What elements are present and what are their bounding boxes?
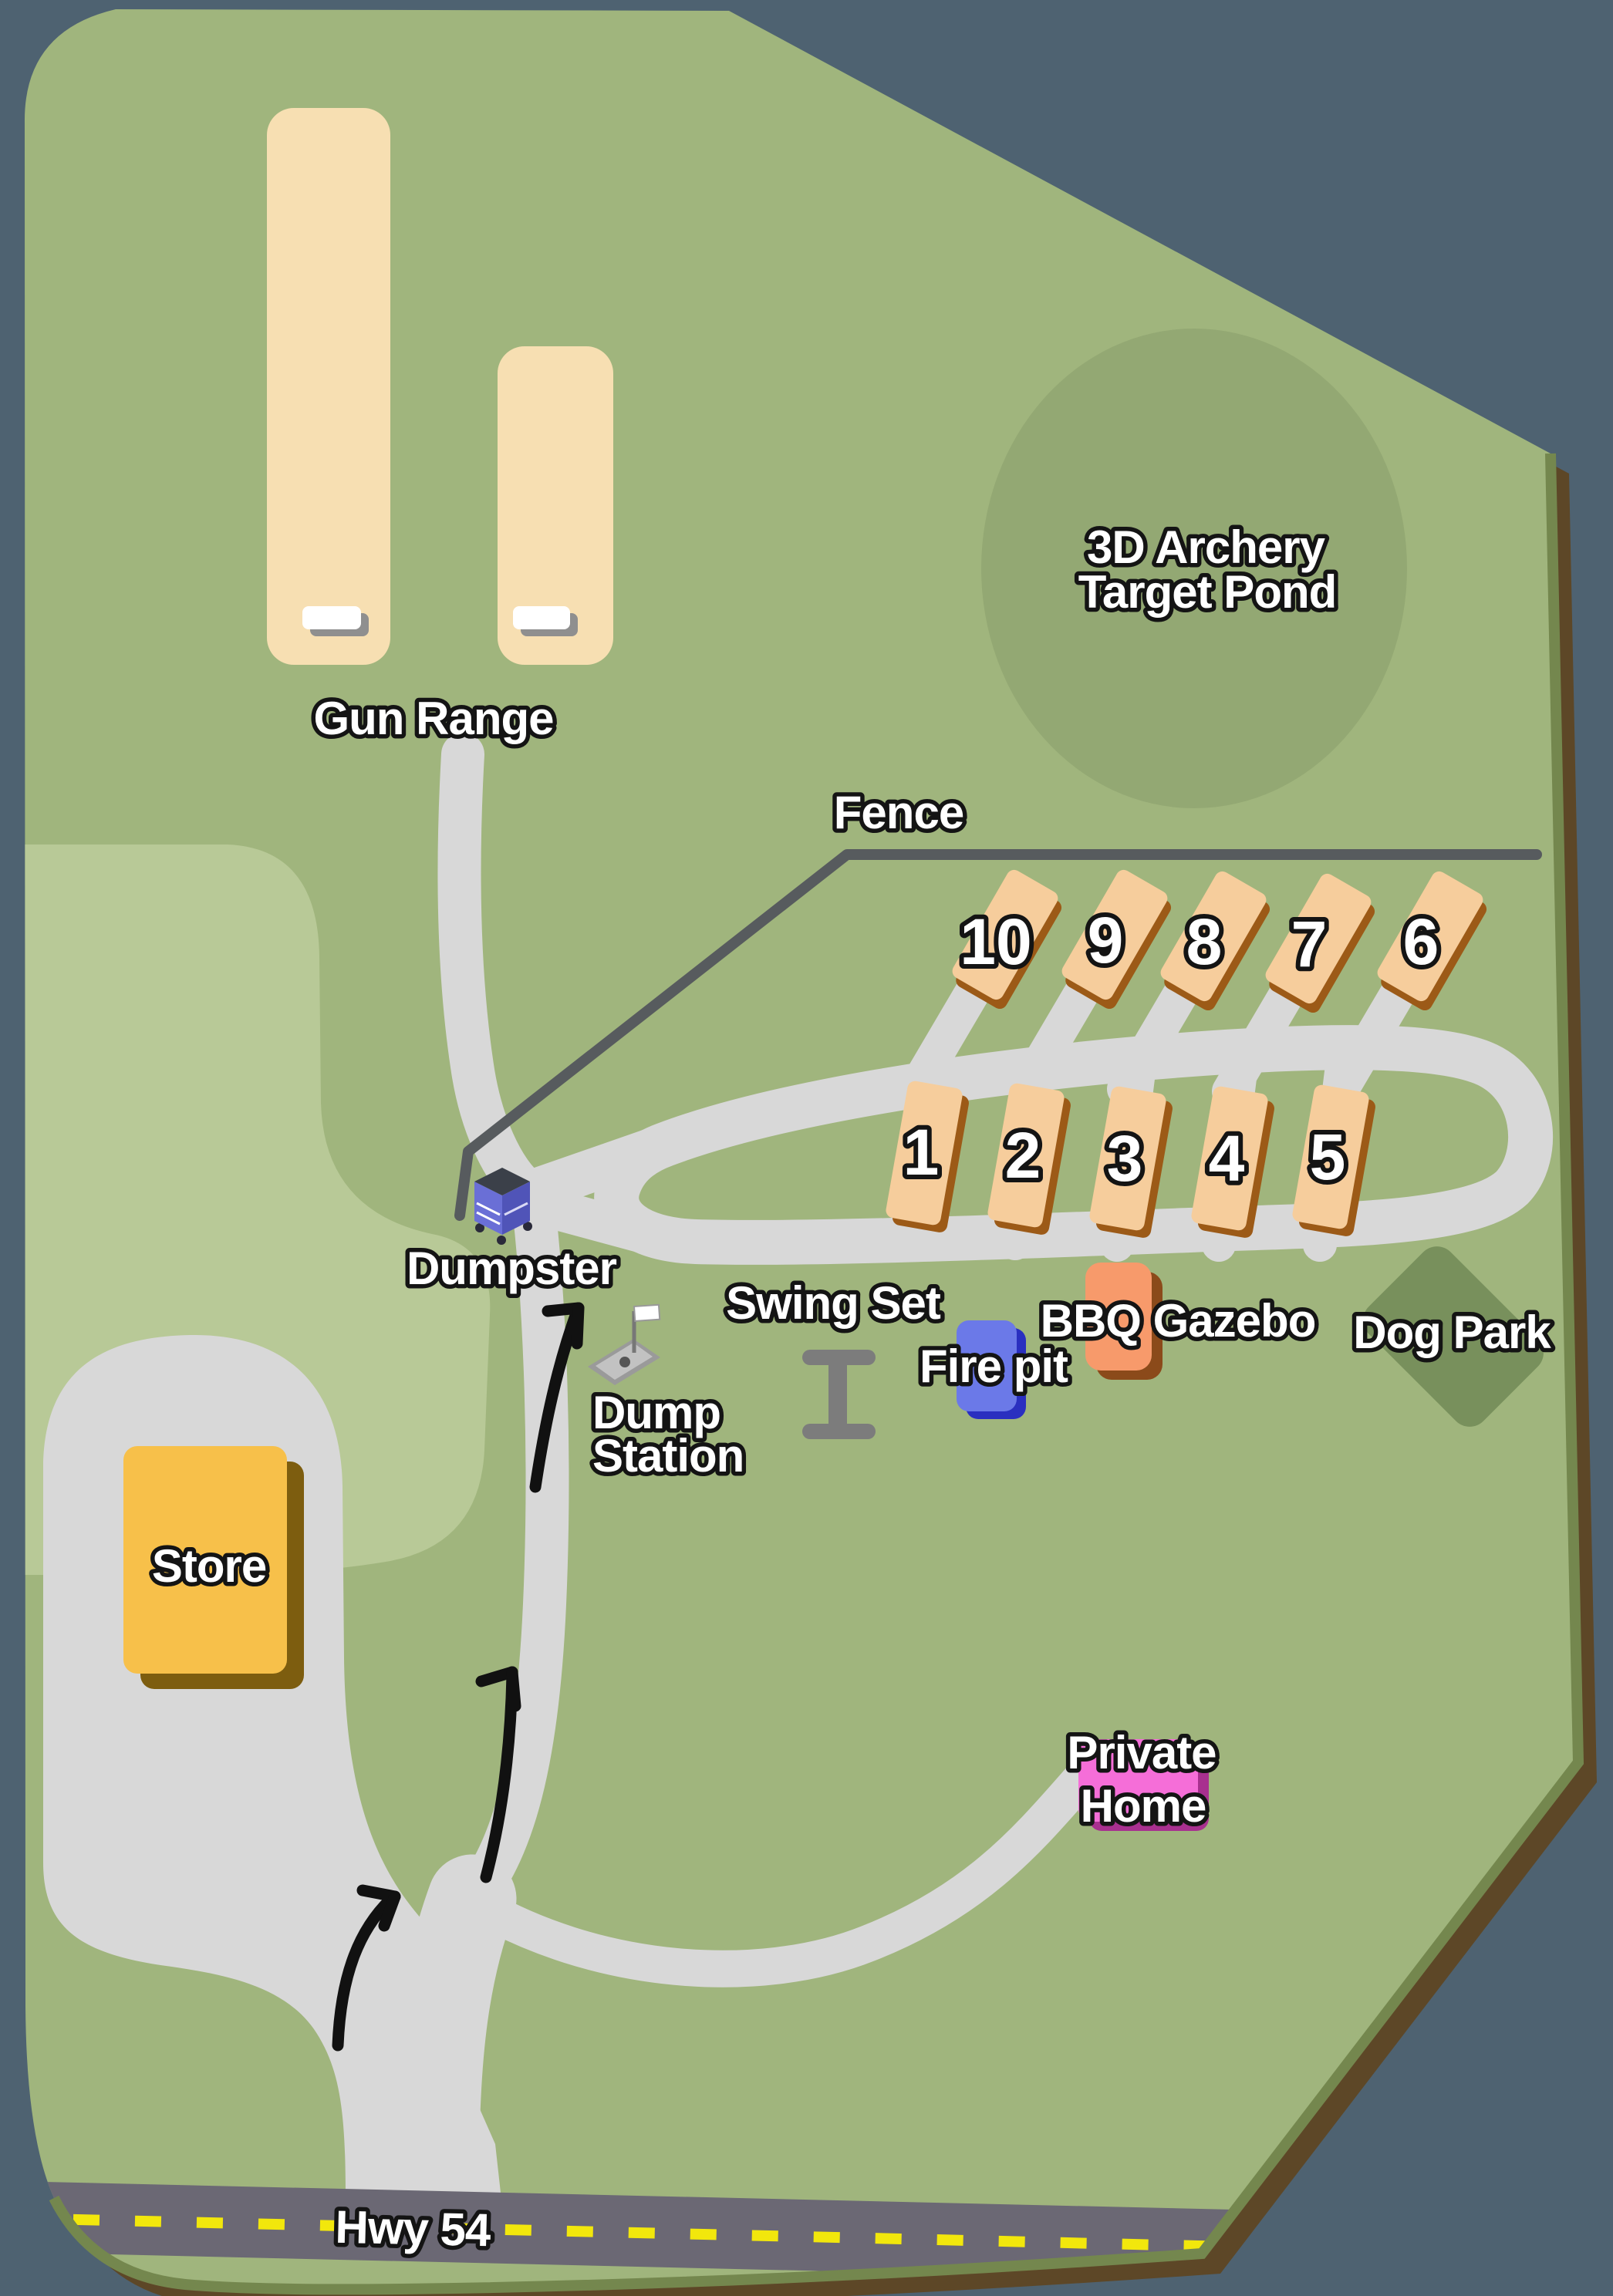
campsite-loop-road [594, 1025, 1554, 1265]
campsite-1-label: 1 [903, 1116, 940, 1188]
campsite-8-label: 8 [1186, 905, 1223, 978]
gun-range-building-left [267, 108, 390, 665]
dog-park-label: Dog Park [1353, 1306, 1551, 1358]
gun-range-road [437, 733, 552, 1215]
campsite-5-marker [1292, 1084, 1375, 1236]
upper-road-arrow [529, 1305, 583, 1493]
private-home-road [452, 1760, 1100, 1988]
campsite-6-label: 6 [1403, 905, 1439, 978]
campsite-10-label: 10 [960, 905, 1031, 978]
campsite-6-marker [1377, 871, 1487, 1011]
dump-station-icon [588, 1303, 661, 1385]
swing-set-icon [802, 1350, 876, 1439]
private-home-marker [1078, 1739, 1198, 1822]
gun-range-label: Gun Range [313, 693, 553, 744]
campsite-3-marker [1089, 1086, 1173, 1238]
fence-line [454, 849, 1542, 1221]
hwy-54-centerline [24, 2213, 1266, 2253]
target-right [513, 606, 570, 629]
map-edge-highlight [49, 453, 1584, 2295]
dumpster-label: Dumpster [407, 1242, 617, 1294]
fire-pit-marker [957, 1320, 1017, 1411]
dump-station-label-line2: Station [592, 1430, 744, 1482]
campsite-2-label: 2 [1005, 1119, 1041, 1192]
campsite-9-label: 9 [1088, 904, 1124, 976]
swing-set-label: Swing Set [726, 1277, 941, 1329]
archery-pond-label-line1: 3D Archery [1087, 521, 1326, 573]
entrance-road [389, 1854, 517, 2244]
campsite-7-label: 7 [1291, 908, 1328, 980]
campsite-4-marker [1191, 1086, 1274, 1238]
dumpster-icon [474, 1168, 532, 1245]
campsite-5-label: 5 [1310, 1121, 1346, 1193]
campsite-9-marker [1061, 869, 1172, 1010]
campsite-7-marker [1265, 873, 1375, 1013]
dog-park-area [1363, 1246, 1544, 1427]
private-home-label-line1: Private [1067, 1727, 1216, 1778]
campsite-8-marker [1160, 871, 1270, 1011]
bbq-gazebo-label: BBQ Gazebo [1041, 1295, 1316, 1347]
campsite-2-marker [987, 1083, 1071, 1235]
store-label: Store [152, 1540, 266, 1592]
hwy-54-label: Hwy 54 [335, 2201, 492, 2257]
campsite-4-label: 4 [1209, 1122, 1245, 1195]
target-left [302, 606, 361, 629]
campsite-3-label: 3 [1107, 1122, 1143, 1195]
archery-pond-label-line2: Target Pond [1078, 566, 1337, 618]
campsite-1-marker [886, 1081, 969, 1232]
campsite-10-marker [952, 869, 1062, 1010]
entrance-arrow [332, 1893, 397, 2052]
dump-station-label-line1: Dump [592, 1387, 720, 1438]
fence-label: Fence [834, 787, 963, 838]
fire-pit-label: Fire pit [920, 1340, 1068, 1392]
main-road [450, 1172, 569, 1920]
pond-area [981, 329, 1407, 808]
gun-range-building-right [498, 346, 613, 665]
traffic-direction-arrows [332, 1302, 585, 2052]
store-building [123, 1446, 287, 1674]
bbq-gazebo-marker [1085, 1263, 1152, 1371]
private-home-label-line2: Home [1081, 1780, 1206, 1832]
